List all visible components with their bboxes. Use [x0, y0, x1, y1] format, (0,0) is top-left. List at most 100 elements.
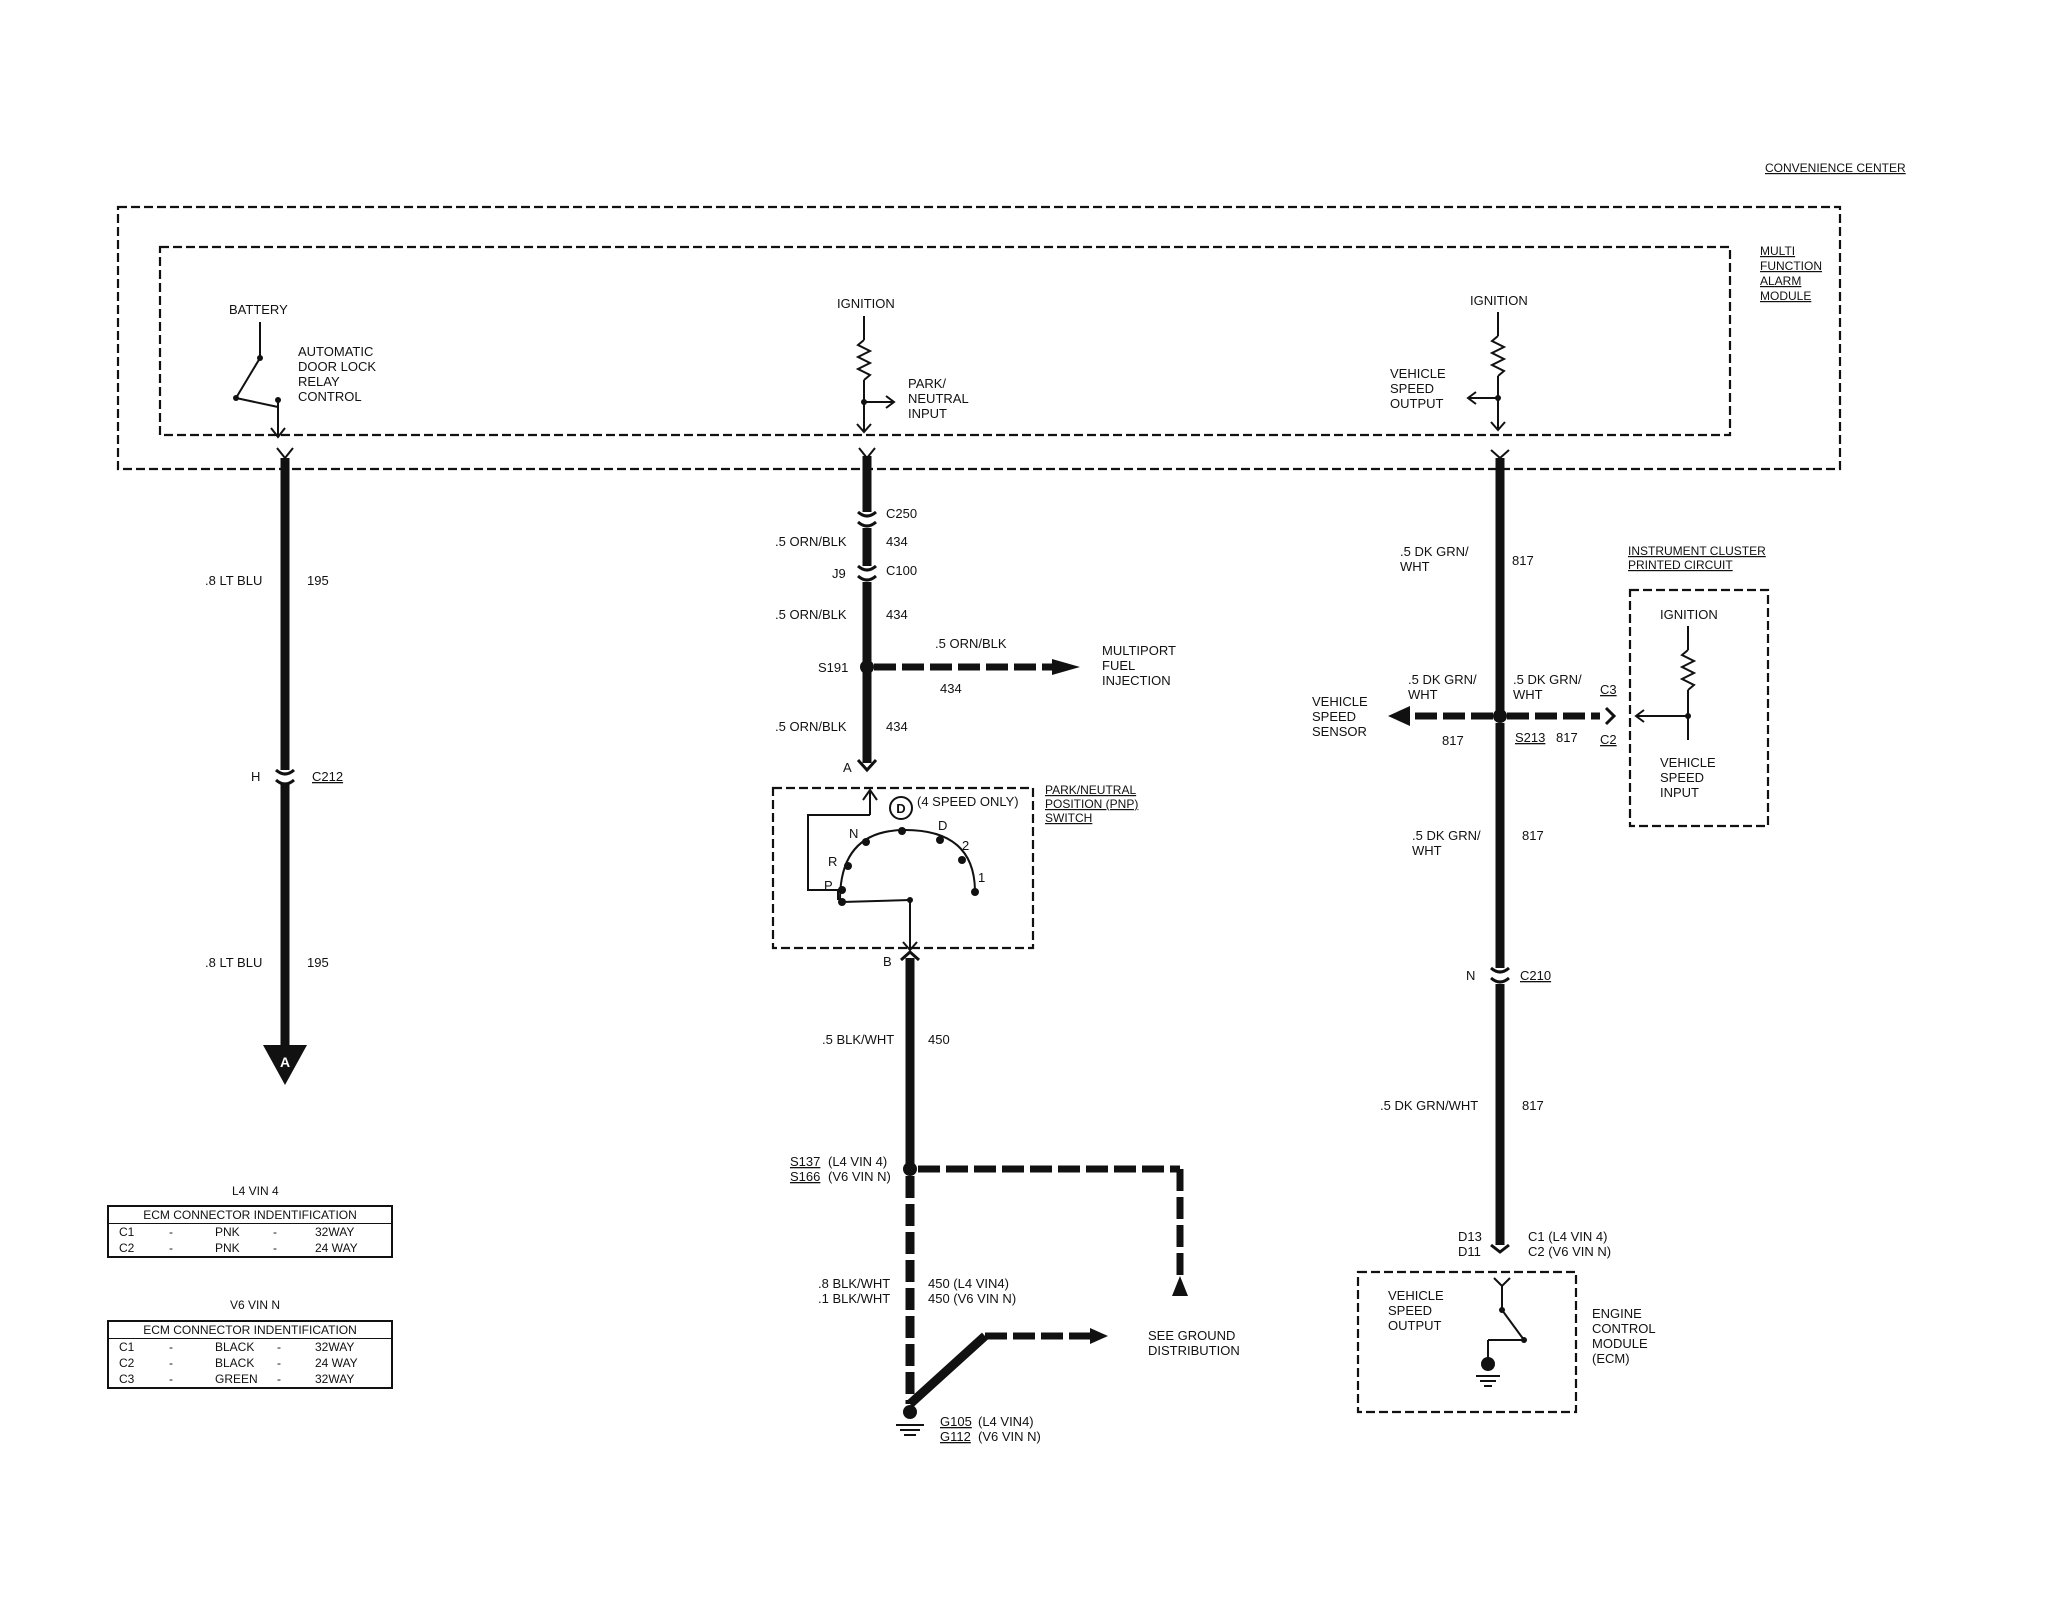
wire-434-circuit-3: 434 — [886, 719, 908, 734]
instrument-cluster-subtitle: PRINTED CIRCUIT — [1628, 558, 1733, 572]
svg-text:INJECTION: INJECTION — [1102, 673, 1171, 688]
ecm-vehicle-speed-output-label: VEHICLE SPEED OUTPUT — [1388, 1288, 1444, 1333]
c250-label: C250 — [886, 506, 917, 521]
c210-pin: N — [1466, 968, 1475, 983]
wire-195-circuit-top: 195 — [307, 573, 329, 588]
ic-vehicle-speed-input-label: VEHICLE SPEED INPUT — [1660, 755, 1716, 800]
wire-434-circuit-2: 434 — [886, 607, 908, 622]
instrument-cluster-box — [1628, 588, 1770, 828]
svg-text:.5 DK GRN/: .5 DK GRN/ — [1400, 544, 1469, 559]
ecm-v6-title: V6 VIN N — [230, 1298, 281, 1312]
svg-text:.8 BLK/WHT: .8 BLK/WHT — [818, 1276, 890, 1291]
svg-text:INPUT: INPUT — [908, 406, 947, 421]
svg-text:SWITCH: SWITCH — [1045, 811, 1092, 825]
pnp-switch-contacts — [807, 788, 979, 952]
park-neutral-input-label: PARK/ NEUTRAL INPUT — [908, 376, 969, 421]
c212-pin: H — [251, 769, 260, 784]
reference-a-label: A — [280, 1054, 290, 1070]
svg-text:DISTRIBUTION: DISTRIBUTION — [1148, 1343, 1240, 1358]
table-row: C2 - BLACK - 24 WAY — [119, 1356, 358, 1370]
gear-n: N — [849, 826, 858, 841]
svg-text:CONTROL: CONTROL — [298, 389, 362, 404]
pnp-switch-box — [771, 786, 1035, 950]
svg-text:INPUT: INPUT — [1660, 785, 1699, 800]
gear-d: D — [938, 818, 947, 833]
s213-splice — [1493, 709, 1507, 723]
svg-text:WHT: WHT — [1513, 687, 1543, 702]
see-ground-distribution-label: SEE GROUND DISTRIBUTION — [1148, 1328, 1240, 1358]
svg-text:817: 817 — [1442, 733, 1464, 748]
svg-text:SEE GROUND: SEE GROUND — [1148, 1328, 1235, 1343]
ecm-v6-table: ECM CONNECTOR INDENTIFICATION C1 - BLACK… — [107, 1320, 393, 1389]
wire-817-label-2: .5 DK GRN/ WHT 817 — [1412, 828, 1544, 858]
wire-817-label-1: .5 DK GRN/ WHT 817 — [1400, 544, 1534, 574]
pnp-pin-a: A — [843, 760, 852, 775]
svg-text:PARK/NEUTRAL: PARK/NEUTRAL — [1045, 783, 1136, 797]
svg-text:SPEED: SPEED — [1390, 381, 1434, 396]
wire-434-color-3: .5 ORN/BLK — [775, 719, 847, 734]
svg-text:FUEL: FUEL — [1102, 658, 1135, 673]
svg-text:NEUTRAL: NEUTRAL — [908, 391, 969, 406]
svg-text:C3: C3 — [1600, 682, 1617, 697]
svg-text:817: 817 — [1556, 730, 1578, 745]
wire-817-color-3: .5 DK GRN/WHT — [1380, 1098, 1478, 1113]
vehicle-speed-output-label: VEHICLE SPEED OUTPUT — [1390, 366, 1446, 411]
svg-text:VEHICLE: VEHICLE — [1660, 755, 1716, 770]
c212-label: C212 — [312, 769, 343, 784]
pnp-switch-label: PARK/NEUTRAL POSITION (PNP) SWITCH — [1045, 783, 1138, 825]
svg-text:.5 DK GRN/: .5 DK GRN/ — [1408, 672, 1477, 687]
table-row: C2 - PNK - 24 WAY — [119, 1241, 358, 1255]
svg-text:(V6 VIN N): (V6 VIN N) — [978, 1429, 1041, 1444]
svg-text:DOOR LOCK: DOOR LOCK — [298, 359, 376, 374]
s191-label: S191 — [818, 660, 848, 675]
svg-text:VEHICLE: VEHICLE — [1312, 694, 1368, 709]
svg-text:C1 (L4 VIN 4): C1 (L4 VIN 4) — [1528, 1229, 1607, 1244]
svg-text:AUTOMATIC: AUTOMATIC — [298, 344, 373, 359]
wire-817 — [1388, 449, 1617, 1254]
wire-450-ground-labels: .8 BLK/WHT .1 BLK/WHT 450 (L4 VIN4) 450 … — [818, 1276, 1016, 1306]
battery-label: BATTERY — [229, 302, 288, 317]
door-lock-relay-label: AUTOMATIC DOOR LOCK RELAY CONTROL — [298, 344, 376, 404]
d-badge-circle — [889, 796, 913, 820]
s191-splice — [860, 660, 874, 674]
wire-434-color-2: .5 ORN/BLK — [775, 607, 847, 622]
svg-text:.5 DK GRN/: .5 DK GRN/ — [1513, 672, 1582, 687]
svg-text:450 (V6 VIN N): 450 (V6 VIN N) — [928, 1291, 1016, 1306]
j9-label: J9 — [832, 566, 846, 581]
svg-text:OUTPUT: OUTPUT — [1390, 396, 1444, 411]
mfam-box — [158, 245, 1732, 437]
svg-text:CONTROL: CONTROL — [1592, 1321, 1656, 1336]
svg-text:SPEED: SPEED — [1312, 709, 1356, 724]
wire-450 — [896, 949, 1188, 1436]
ecm-label: ENGINE CONTROL MODULE (ECM) — [1592, 1306, 1656, 1366]
svg-text:RELAY: RELAY — [298, 374, 340, 389]
svg-text:MODULE: MODULE — [1592, 1336, 1648, 1351]
svg-text:(V6 VIN N): (V6 VIN N) — [828, 1169, 891, 1184]
svg-text:S213: S213 — [1515, 730, 1545, 745]
gear-1: 1 — [978, 870, 985, 885]
park-neutral-resistor — [855, 316, 896, 434]
gear-2: 2 — [962, 838, 969, 853]
wire-434-circuit-1: 434 — [886, 534, 908, 549]
ecm-connector-labels: D13 D11 C1 (L4 VIN 4) C2 (V6 VIN N) — [1458, 1229, 1611, 1259]
wire-434 — [856, 447, 1080, 773]
svg-text:POSITION (PNP): POSITION (PNP) — [1045, 797, 1138, 811]
svg-text:(L4 VIN 4): (L4 VIN 4) — [828, 1154, 887, 1169]
svg-text:.1 BLK/WHT: .1 BLK/WHT — [818, 1291, 890, 1306]
wire-195 — [263, 447, 307, 1085]
svg-text:MODULE: MODULE — [1760, 289, 1811, 303]
svg-text:817: 817 — [1512, 553, 1534, 568]
svg-text:C2 (V6 VIN N): C2 (V6 VIN N) — [1528, 1244, 1611, 1259]
table-row: C1 - BLACK - 32WAY — [119, 1340, 355, 1354]
c100-label: C100 — [886, 563, 917, 578]
svg-text:S166: S166 — [790, 1169, 820, 1184]
svg-text:D11: D11 — [1458, 1244, 1481, 1259]
ic-resistor — [1634, 626, 1697, 740]
ignition-label-2: IGNITION — [1470, 293, 1528, 308]
svg-text:VEHICLE: VEHICLE — [1390, 366, 1446, 381]
ecm-v6-header: ECM CONNECTOR INDENTIFICATION — [109, 1322, 391, 1339]
s137-label: S137 (L4 VIN 4) S166 (V6 VIN N) — [790, 1154, 891, 1184]
c210-label: C210 — [1520, 968, 1551, 983]
wire-195-circuit-bottom: 195 — [307, 955, 329, 970]
